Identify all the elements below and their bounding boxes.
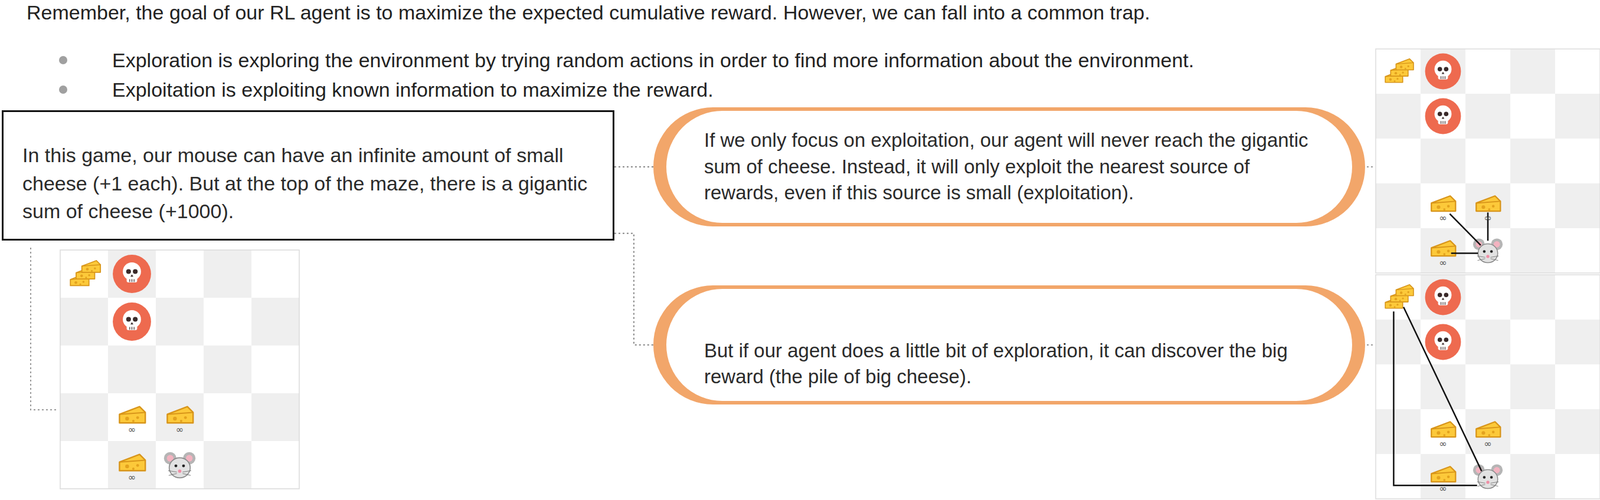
cheese-icon <box>1476 421 1501 438</box>
cheese-icon <box>1431 421 1456 438</box>
intro-text: Remember, the goal of our RL agent is to… <box>26 0 1151 25</box>
bullet-text: Exploitation is exploiting known informa… <box>112 77 714 103</box>
cheese-pile <box>1385 59 1414 83</box>
callout-bubble: But if our agent does a little bit of ex… <box>653 285 1366 405</box>
skull-icon <box>112 302 152 342</box>
infinity-mark: ∞ <box>1476 212 1500 225</box>
bullet-dot <box>59 85 68 94</box>
infinity-mark: ∞ <box>120 472 145 484</box>
node-text: In this game, our mouse can have an infi… <box>22 141 595 227</box>
bubble-rim <box>653 285 1366 405</box>
skull-icon <box>1425 324 1462 361</box>
bullet-text: Exploration is exploring the environment… <box>112 47 1194 73</box>
skull-icon <box>1425 53 1462 90</box>
infinity-mark: ∞ <box>1431 257 1455 270</box>
bubble-rim <box>653 107 1366 227</box>
dotted-connector <box>614 233 654 346</box>
leader-line <box>30 247 58 411</box>
leader-line <box>1366 166 1374 168</box>
infinity-mark: ∞ <box>1431 438 1455 451</box>
path-line <box>1393 307 1482 486</box>
cheese-icon <box>119 407 146 424</box>
skull-icon <box>112 254 152 294</box>
cheese-icon <box>1431 466 1456 483</box>
cheese-icon <box>119 455 146 472</box>
infinity-mark: ∞ <box>1476 438 1500 451</box>
node-text: If we only focus on exploitation, our ag… <box>704 127 1312 207</box>
skull-icon <box>1425 279 1462 316</box>
dotted-connector <box>614 166 654 168</box>
text-box: In this game, our mouse can have an infi… <box>1 110 615 241</box>
infinity-mark: ∞ <box>1431 212 1455 225</box>
maze-grid <box>60 250 300 490</box>
mouse-icon <box>164 452 196 479</box>
cheese-icon <box>1431 195 1456 212</box>
maze-grid <box>1375 275 1600 500</box>
infinity-mark: ∞ <box>1431 483 1455 496</box>
bubble-fill <box>666 289 1353 402</box>
cheese-pile <box>70 260 101 287</box>
callout-bubble: If we only focus on exploitation, our ag… <box>653 107 1366 227</box>
bubble-fill <box>666 110 1353 224</box>
cheese-icon <box>1476 195 1501 212</box>
skull-icon <box>1425 98 1462 135</box>
cheese-icon <box>167 407 193 424</box>
node-text: But if our agent does a little bit of ex… <box>704 338 1312 391</box>
path-line <box>1449 212 1488 254</box>
maze-grid <box>1375 48 1600 274</box>
bullet-dot <box>59 56 68 65</box>
leader-line <box>1366 344 1374 346</box>
mouse-icon <box>1473 464 1503 489</box>
cheese-pile <box>1385 285 1414 309</box>
infinity-mark: ∞ <box>168 424 192 437</box>
infinity-mark: ∞ <box>120 424 145 437</box>
